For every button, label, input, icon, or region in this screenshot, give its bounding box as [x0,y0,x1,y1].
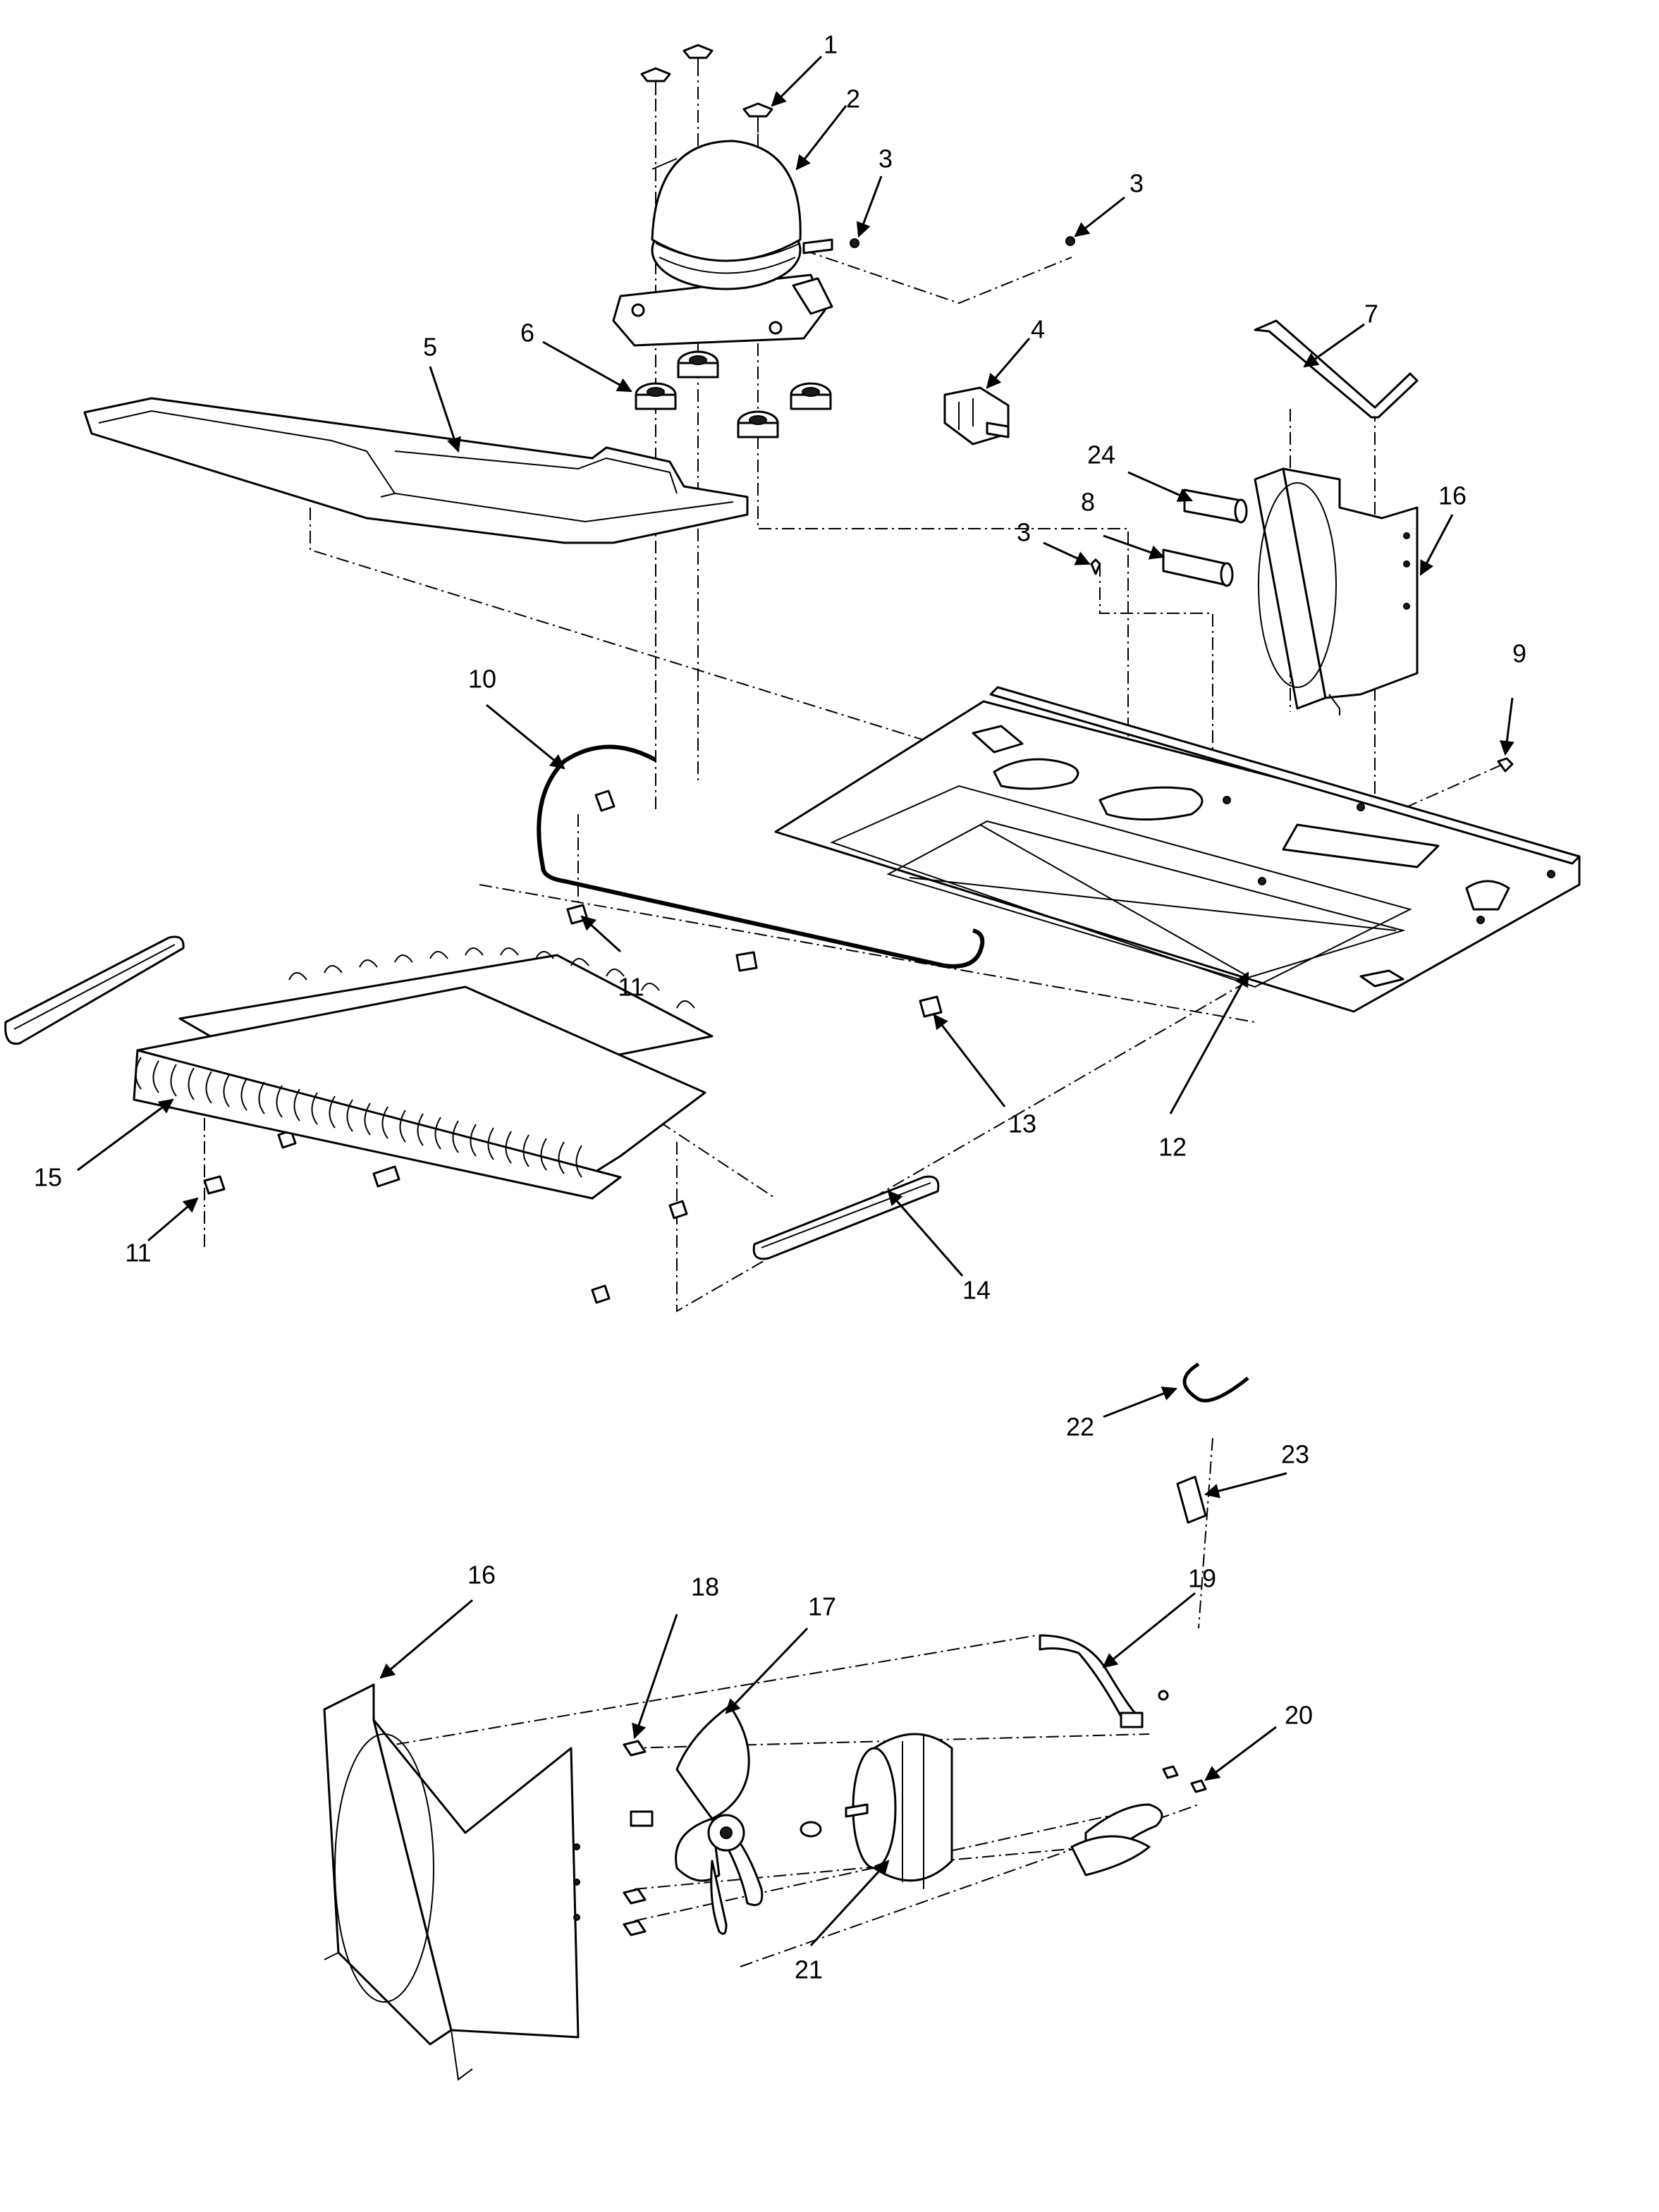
callout-6: 6 [520,319,534,348]
callout-16b: 16 [467,1561,496,1590]
pad-part-23 [1176,1475,1207,1524]
base-plate-part-12 [774,686,1581,1013]
callout-3b: 3 [1130,169,1144,198]
condenser-coil-part-15 [133,947,714,1200]
screw-part-9 [1497,757,1514,773]
leader-lines [77,55,1514,1947]
compressor-part-2 [612,140,833,347]
screw-part-20 [1158,1690,1207,1793]
callout-15: 15 [34,1163,62,1192]
screw-part-3 [850,236,1101,575]
bracket-part-7 [1254,319,1419,419]
callout-11a: 11 [618,973,644,1002]
callout-2: 2 [846,85,860,113]
callout-14: 14 [962,1276,991,1305]
clip-part-11 [203,789,758,1304]
grommet-part-6 [635,350,832,438]
callout-18: 18 [691,1573,719,1602]
clip-part-22 [1182,1362,1249,1403]
callout-23: 23 [1281,1440,1309,1469]
callout-24: 24 [1087,441,1115,469]
drain-pan-part-5 [83,397,749,544]
callout-3c: 3 [1017,518,1031,547]
fan-shroud-part-16-bottom [323,1683,580,2081]
callout-10: 10 [468,665,496,694]
callout-22: 22 [1066,1413,1094,1442]
callout-4: 4 [1031,315,1045,344]
washer [800,1821,822,1838]
callout-9: 9 [1512,639,1526,668]
callout-8: 8 [1081,488,1095,517]
callout-7: 7 [1364,300,1378,328]
screw-part-1 [640,44,773,133]
fan-motor-part-21 [845,1733,953,1889]
callout-5: 5 [423,333,437,362]
callout-1: 1 [824,30,838,59]
coil-loops [135,947,695,1178]
capacitor-part-8 [1162,548,1234,587]
callout-11b: 11 [125,1239,151,1267]
clip-part-13 [919,995,943,1018]
fan-shroud-part-16-top [1254,467,1419,715]
rail-part-15-left [4,935,185,1045]
callout-3a: 3 [879,145,893,173]
bracket-lower [1070,1803,1163,1876]
callout-17: 17 [808,1592,836,1621]
capacitor-part-24 [1183,489,1248,524]
callout-12: 12 [1158,1133,1187,1162]
relay-part-4 [943,386,1010,446]
callout-labels: 1 2 3 3 3 4 5 6 7 8 9 10 11 11 12 13 14 … [34,30,1526,1984]
callout-16a: 16 [1438,481,1467,510]
fan-blade-part-17 [675,1704,764,1935]
callout-21: 21 [795,1955,823,1984]
tube-part-10 [537,744,985,969]
bracket-part-19 [1039,1634,1144,1728]
callout-20: 20 [1285,1701,1313,1730]
callout-19: 19 [1188,1564,1216,1593]
nut-part-18 [623,1740,654,1936]
callout-13: 13 [1008,1110,1036,1138]
